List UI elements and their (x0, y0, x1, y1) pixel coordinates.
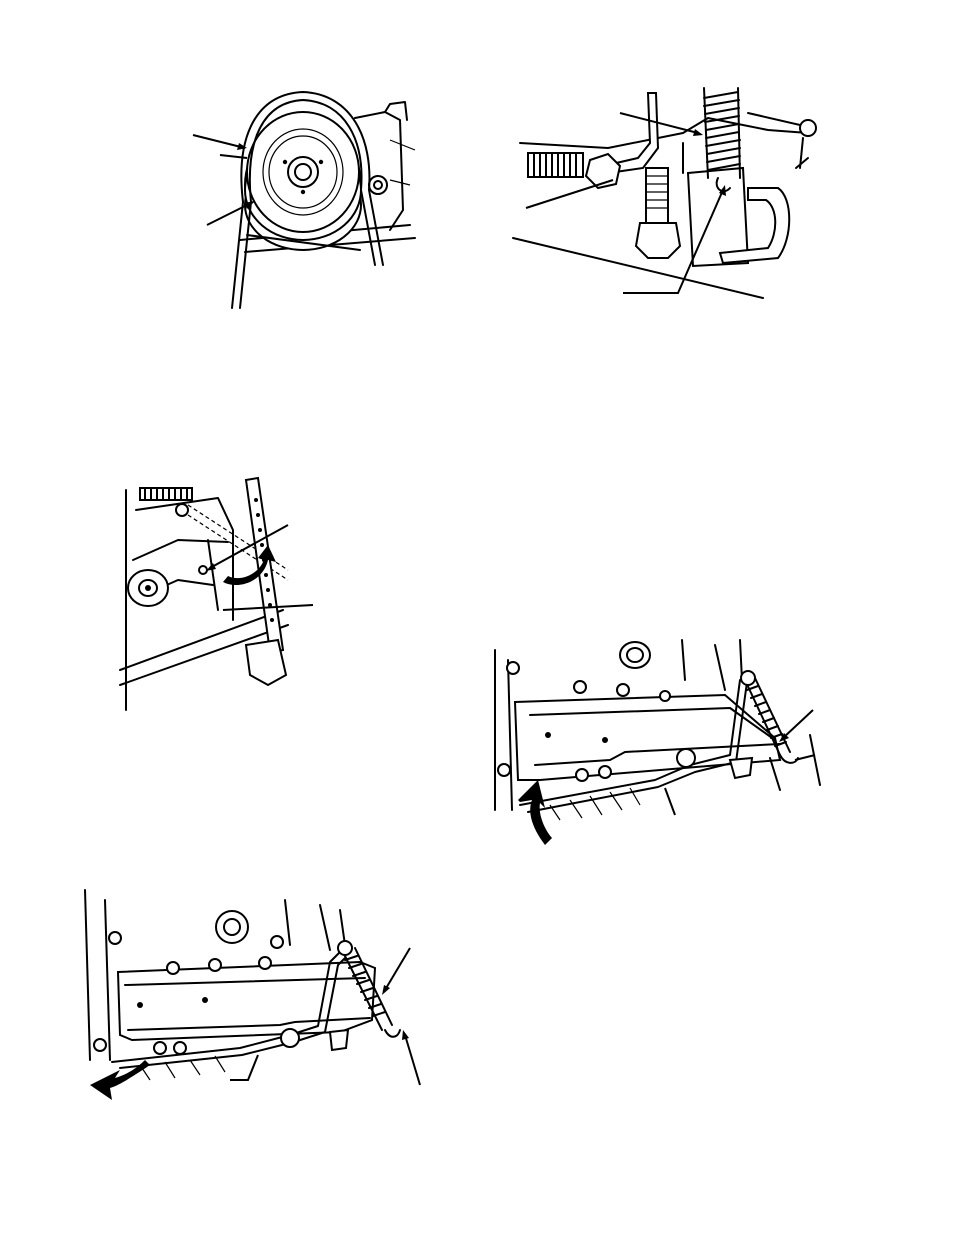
figure-idler-spring-bracket (508, 88, 838, 303)
figure-deck-side-link (118, 470, 318, 710)
side-link-illustration (118, 470, 318, 710)
pulley-belt-illustration (185, 90, 425, 315)
front-rod-raise-illustration (490, 640, 830, 850)
left-spring (528, 153, 583, 177)
figure-deck-front-rod-raise (490, 640, 830, 850)
figure-deck-front-rod-lower (80, 890, 420, 1100)
front-rod-lower-illustration (80, 890, 420, 1100)
idler-spring-illustration (508, 88, 838, 303)
figure-deck-pulley-belt (185, 90, 425, 315)
